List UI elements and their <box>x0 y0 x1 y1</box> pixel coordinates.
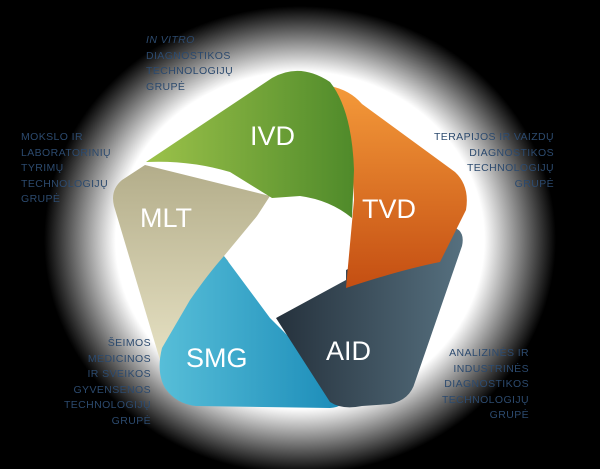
caption-line: GYVENSENOS <box>73 383 151 396</box>
caption-line: MEDICINOS <box>87 352 151 365</box>
segment-label-smg: SMG <box>186 343 248 373</box>
caption-line: GRUPĖ <box>514 177 554 190</box>
caption-line: TECHNOLOGIJŲ <box>146 65 234 77</box>
segment-ivd[interactable] <box>146 70 354 218</box>
caption-line: GRUPĖ <box>111 414 151 427</box>
caption-line: TECHNOLOGIJŲ <box>63 399 151 411</box>
segment-label-mlt: MLT <box>140 203 192 233</box>
caption-line: TERAPIJOS IR VAIZDŲ <box>433 131 554 143</box>
caption-line: TECHNOLOGIJŲ <box>466 162 554 174</box>
caption-line: DIAGNOSTIKOS <box>469 146 554 159</box>
segment-tvd[interactable] <box>330 86 467 288</box>
caption-line: MOKSLO IR <box>21 131 83 143</box>
caption-line: DIAGNOSTIKOS <box>444 378 529 390</box>
caption-line: IN VITRO <box>146 34 195 46</box>
caption-line: GRUPĖ <box>21 193 61 205</box>
caption-line: DIAGNOSTIKOS <box>146 49 231 62</box>
caption-line: TYRIMŲ <box>21 162 64 174</box>
segment-label-ivd: IVD <box>250 121 295 151</box>
caption-line: TECHNOLOGIJŲ <box>21 177 109 190</box>
caption-line: GRUPĖ <box>146 80 186 93</box>
caption-line: GRUPĖ <box>489 409 529 421</box>
caption-smg: ŠEIMOS MEDICINOS IR SVEIKOS GYVENSENOS T… <box>21 336 151 429</box>
caption-line: IR SVEIKOS <box>87 368 151 380</box>
segment-smg[interactable] <box>159 256 345 408</box>
caption-line: TECHNOLOGIJŲ <box>441 393 529 406</box>
caption-line: INDUSTRINĖS <box>453 362 529 375</box>
segment-aid[interactable] <box>276 226 463 408</box>
segment-label-aid: AID <box>326 336 371 366</box>
caption-line: ANALIZINĖS IR <box>449 347 529 359</box>
caption-line: ŠEIMOS <box>107 337 151 349</box>
segment-mlt[interactable] <box>113 165 270 366</box>
caption-aid: ANALIZINĖS IR INDUSTRINĖS DIAGNOSTIKOS T… <box>420 346 529 424</box>
segment-label-tvd: TVD <box>362 194 416 224</box>
center-pentagon <box>224 198 346 318</box>
caption-ivd: IN VITRO DIAGNOSTIKOS TECHNOLOGIJŲ GRUPĖ <box>146 33 233 95</box>
caption-line: LABORATORINIŲ <box>21 146 111 159</box>
caption-mlt: MOKSLO IR LABORATORINIŲ TYRIMŲ TECHNOLOG… <box>21 130 111 208</box>
caption-tvd: TERAPIJOS IR VAIZDŲ DIAGNOSTIKOS TECHNOL… <box>420 130 554 192</box>
